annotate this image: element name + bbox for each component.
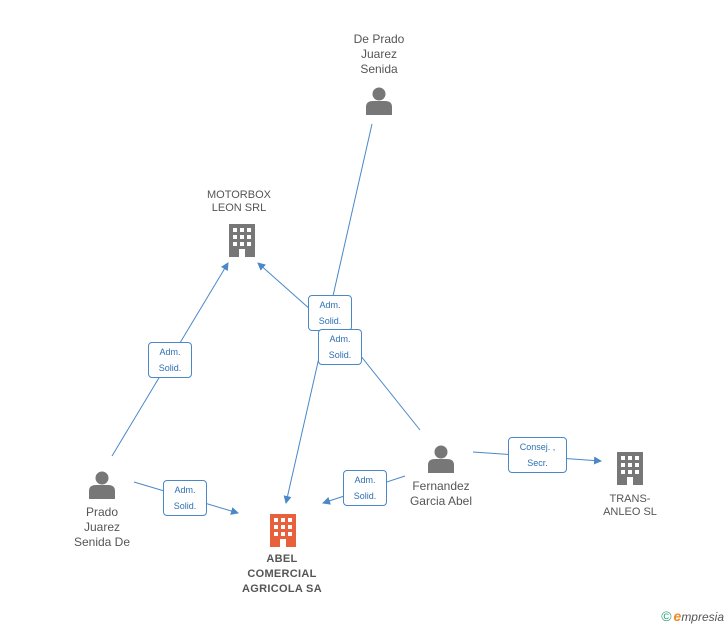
brand-logo-initial: e [673, 608, 682, 624]
building-icon [617, 452, 643, 485]
edge-label-prado-motorbox: Adm. Solid. [148, 342, 192, 378]
main-building-icon [270, 514, 296, 547]
person-icon [366, 87, 392, 115]
footer-brand: ©empresia [661, 608, 724, 624]
brand-logo-text: mpresia [681, 610, 724, 624]
edge-label-fernandez-abel: Adm. Solid. [343, 470, 387, 506]
person-icon [428, 445, 454, 473]
edge-label-prado-abel: Adm. Solid. [163, 480, 207, 516]
node-label-motorbox[interactable]: MOTORBOX LEON SRL [207, 189, 271, 214]
person-icon [89, 471, 115, 499]
node-label-abel[interactable]: ABEL COMERCIAL AGRICOLA SA [242, 553, 322, 595]
edge-label-deprado-abel: Adm. Solid. [308, 295, 352, 331]
copyright-icon: © [661, 608, 672, 624]
node-label-fernandez[interactable]: Fernandez Garcia Abel [409, 479, 473, 508]
edge-label-fernandez-motorbox: Adm. Solid. [318, 329, 362, 365]
node-label-de-prado[interactable]: De Prado Juarez Senida [353, 32, 405, 76]
building-icon [229, 224, 255, 257]
node-label-prado[interactable]: Prado Juarez Senida De [73, 505, 131, 549]
node-label-trans[interactable]: TRANS- ANLEO SL [603, 493, 657, 518]
edge-label-fernandez-trans: Consej. , Secr. [508, 437, 567, 473]
